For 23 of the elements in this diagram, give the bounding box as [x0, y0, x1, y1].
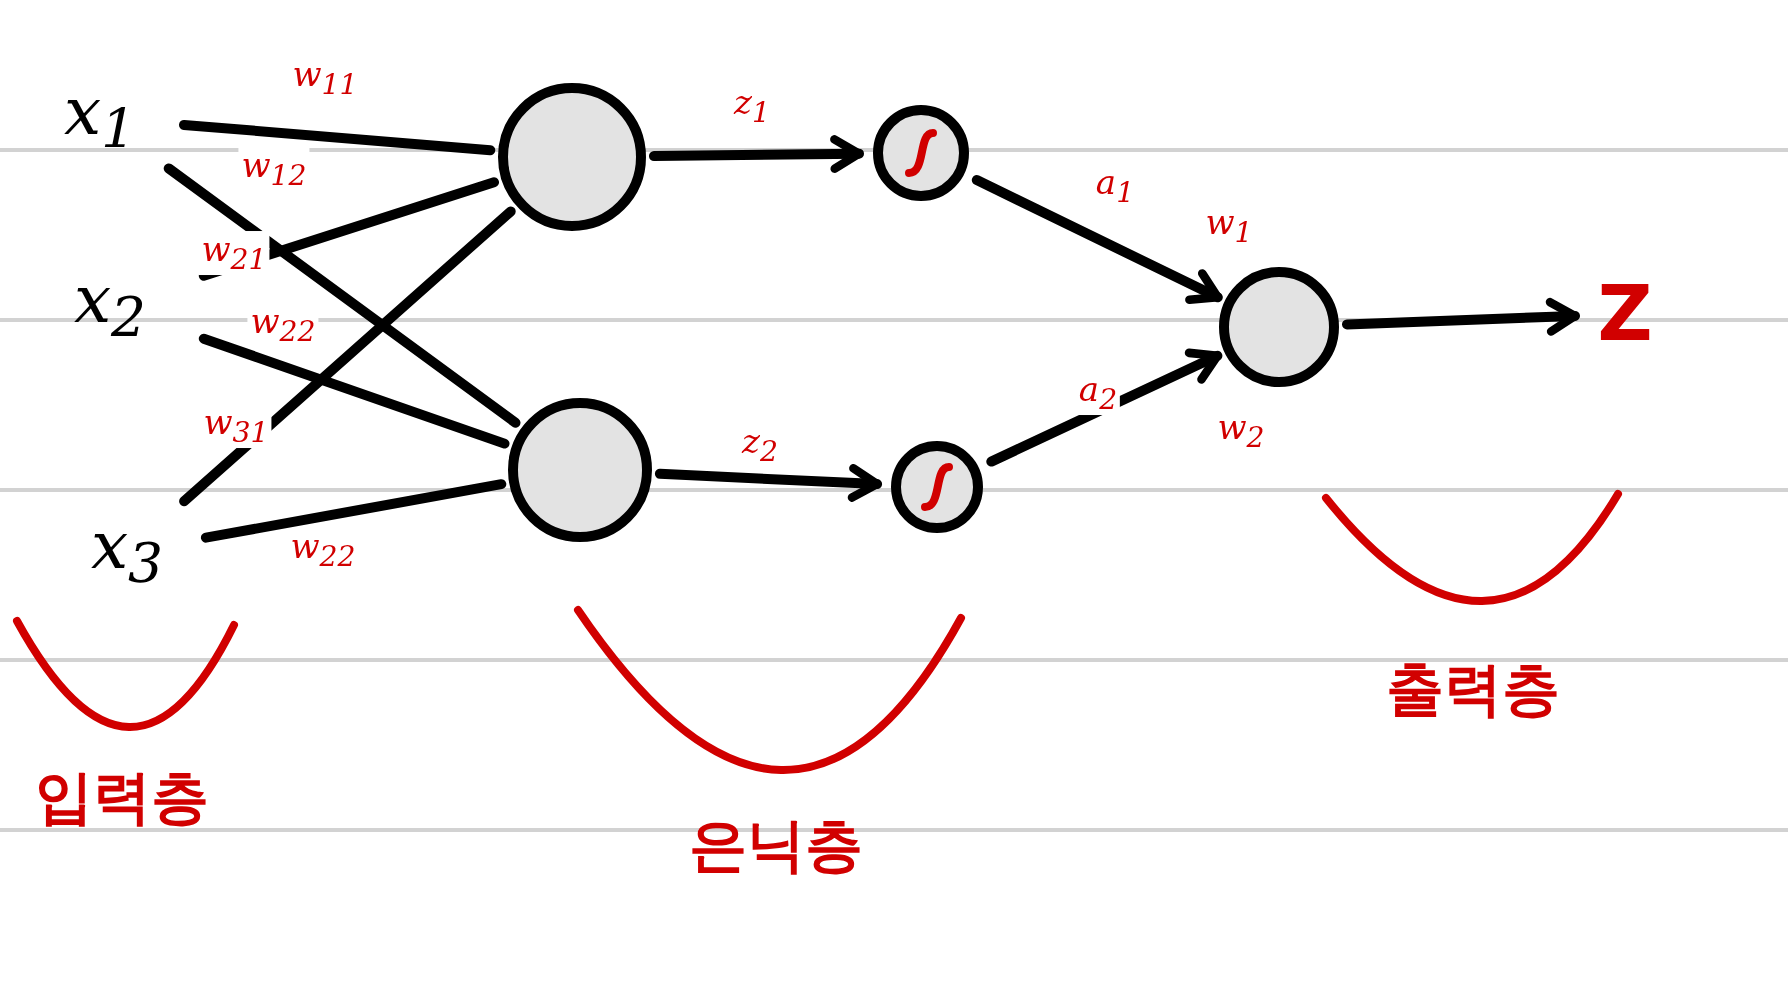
layer-label: 입력층: [35, 766, 209, 830]
input-label: x$_{2}$: [20, 258, 200, 354]
connector: [200, 479, 507, 543]
connector: [179, 206, 516, 507]
edge-label: w$_{21}$: [198, 231, 270, 275]
connector: [163, 163, 521, 428]
connector: [179, 119, 496, 156]
activation-circle: [891, 441, 983, 533]
input-label: x$_{1}$: [20, 70, 180, 166]
neuron-circle: [498, 83, 646, 231]
neuron-circle: [508, 398, 652, 542]
arrow: [1342, 297, 1580, 336]
layer-label: 출력층: [1386, 658, 1560, 722]
arrow: [971, 175, 1223, 305]
neuron-circle: [1219, 267, 1339, 387]
layer-label: 은닉층: [689, 814, 863, 878]
input-label: x$_{3}$: [52, 504, 202, 600]
connector: [198, 333, 510, 449]
output-label: Z: [1585, 266, 1665, 362]
activation-circle: [873, 105, 969, 201]
arrow: [649, 135, 864, 173]
arrow: [986, 348, 1223, 467]
arrow: [654, 464, 883, 502]
